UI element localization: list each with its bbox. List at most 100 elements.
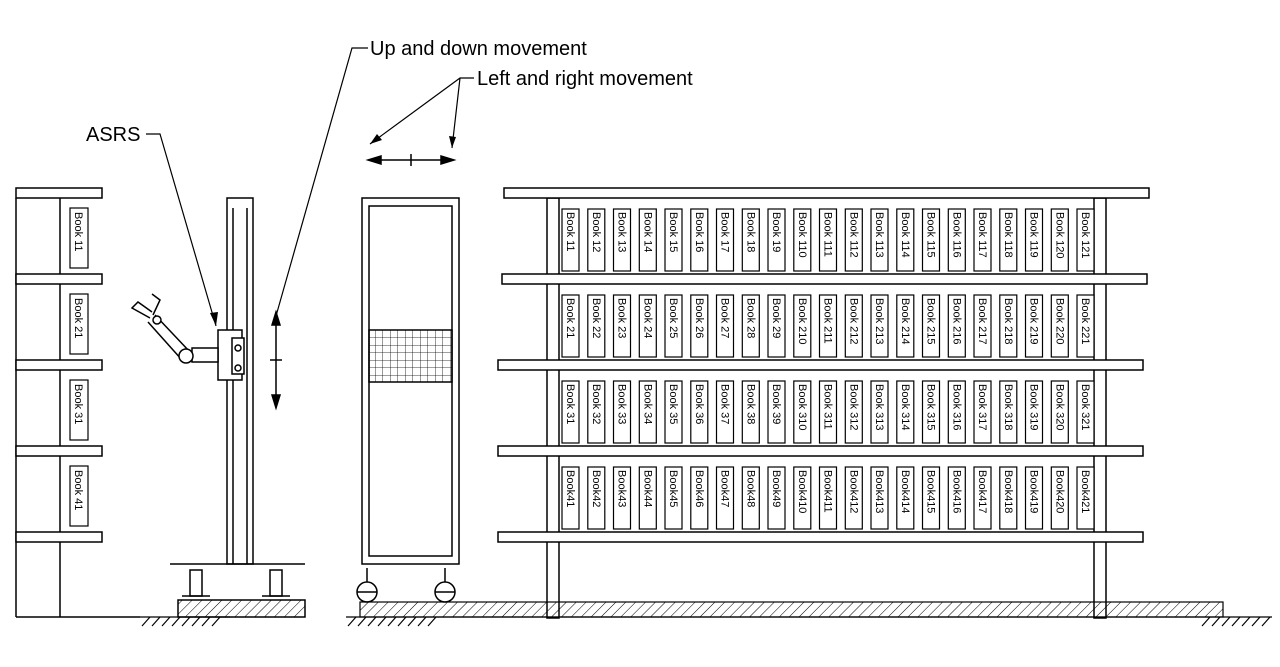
book-label: Book 25 — [667, 298, 679, 338]
book-label: Book417 — [976, 470, 988, 513]
ground-hatch-left — [140, 616, 230, 627]
book-spine — [587, 208, 606, 272]
book-spine — [870, 294, 889, 358]
book-spine — [818, 380, 838, 444]
side-book-label: Book 21 — [72, 298, 84, 338]
book-label: Book 318 — [1002, 384, 1014, 430]
book-label: Book 315 — [925, 384, 937, 430]
book-label: Book 29 — [770, 298, 782, 338]
side-book-label: Book 11 — [72, 212, 84, 252]
book-spine — [973, 380, 992, 444]
book-label: Book 35 — [667, 384, 679, 424]
book-label: Book 14 — [641, 212, 653, 252]
book-spine — [793, 380, 812, 444]
book-label: Book 32 — [590, 384, 602, 424]
book-spine — [947, 380, 966, 444]
book-label: Book410 — [796, 470, 808, 513]
book-label: Book 213 — [873, 298, 885, 344]
up-down-arrow — [270, 309, 282, 411]
book-label: Book 313 — [873, 384, 885, 430]
book-label: Book 37 — [719, 384, 731, 424]
book-spine — [715, 208, 735, 272]
book-label: Book415 — [925, 470, 937, 513]
book-spine — [1024, 294, 1044, 358]
book-spine — [973, 466, 992, 530]
book-label: Book 26 — [693, 298, 705, 338]
book-spine — [741, 208, 760, 272]
book-spine — [612, 208, 632, 272]
side-book-spine — [69, 465, 89, 527]
book-spine — [921, 294, 941, 358]
book-label: Book 214 — [899, 298, 911, 344]
left-right-arrow — [365, 154, 457, 166]
book-spine — [947, 294, 966, 358]
book-label: Book 210 — [796, 298, 808, 344]
book-label: Book 121 — [1079, 212, 1091, 258]
book-label: Book 21 — [564, 298, 576, 338]
book-label: Book 113 — [873, 212, 885, 258]
book-spine — [612, 466, 632, 530]
book-label: Book 118 — [1002, 212, 1014, 258]
book-spine — [612, 294, 632, 358]
book-label: Book 220 — [1053, 298, 1065, 344]
book-spine — [947, 466, 966, 530]
book-label: Book 312 — [847, 384, 859, 430]
book-label: Book 23 — [616, 298, 628, 338]
book-spine — [1050, 294, 1069, 358]
asrs-robot-side — [130, 197, 306, 618]
book-label: Book 34 — [641, 384, 653, 424]
book-spine — [844, 466, 863, 530]
book-spine — [690, 380, 709, 444]
book-spine — [999, 466, 1018, 530]
book-label: Book 217 — [976, 298, 988, 344]
book-label: Book 117 — [976, 212, 988, 258]
left-right-movement-label: Left and right movement — [477, 68, 693, 90]
book-label: Book 116 — [950, 212, 962, 258]
book-spine — [741, 380, 760, 444]
book-label: Book 28 — [744, 298, 756, 338]
book-label: Book41 — [564, 470, 576, 507]
book-label: Book 219 — [1028, 298, 1040, 344]
book-label: Book 12 — [590, 212, 602, 252]
book-label: Book 18 — [744, 212, 756, 252]
book-label: Book 24 — [641, 298, 653, 338]
front-shelf-frame — [497, 187, 1150, 619]
book-label: Book418 — [1002, 470, 1014, 513]
book-label: Book 17 — [719, 212, 731, 252]
book-label: Book48 — [744, 470, 756, 507]
book-label: Book 212 — [847, 298, 859, 344]
book-spine — [715, 466, 735, 530]
book-label: Book 15 — [667, 212, 679, 252]
book-spine — [587, 380, 606, 444]
book-label: Book 216 — [950, 298, 962, 344]
asrs-robot-front — [356, 197, 460, 603]
book-spine — [793, 208, 812, 272]
book-label: Book 13 — [616, 212, 628, 252]
book-label: Book 120 — [1053, 212, 1065, 258]
book-label: Book 114 — [899, 212, 911, 258]
book-label: Book 112 — [847, 212, 859, 258]
book-label: Book 319 — [1028, 384, 1040, 430]
book-label: Book49 — [770, 470, 782, 507]
book-spine — [818, 294, 838, 358]
book-spine — [587, 466, 606, 530]
book-label: Book42 — [590, 470, 602, 507]
book-spine — [664, 380, 683, 444]
book-label: Book 33 — [616, 384, 628, 424]
book-spine — [1050, 208, 1069, 272]
book-label: Book 19 — [770, 212, 782, 252]
book-spine — [844, 208, 863, 272]
book-spine — [896, 380, 915, 444]
book-label: Book 211 — [822, 298, 834, 344]
book-spine — [1076, 466, 1095, 530]
book-label: Book412 — [847, 470, 859, 513]
book-spine — [638, 208, 657, 272]
book-spine — [587, 294, 606, 358]
book-spine — [561, 208, 580, 272]
book-spine — [767, 208, 786, 272]
book-spine — [767, 380, 786, 444]
asrs-label: ASRS — [86, 124, 140, 146]
book-spine — [793, 466, 812, 530]
